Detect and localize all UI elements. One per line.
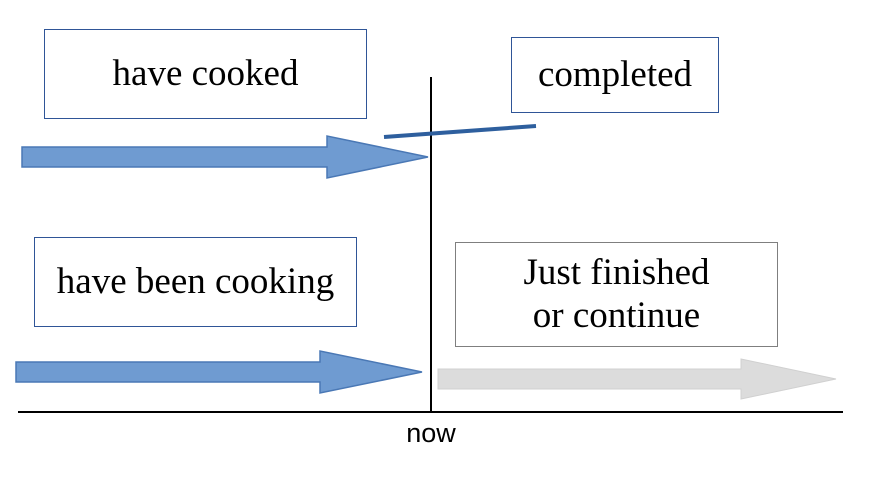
completed-pointer-line: [383, 124, 537, 139]
completed-label: completed: [537, 53, 693, 95]
present-perfect-arrow: [21, 135, 429, 179]
just-finished-line-2: or continue: [532, 294, 701, 336]
have-been-cooking-label: have been cooking: [56, 260, 335, 302]
have-cooked-box: have cooked: [44, 29, 367, 119]
completed-box: completed: [511, 37, 719, 113]
present-perfect-continuous-arrow: [15, 350, 423, 394]
have-cooked-label: have cooked: [112, 52, 299, 94]
just-finished-line-1: Just finished: [523, 251, 710, 293]
now-label: now: [406, 418, 456, 448]
just-finished-box: Just finished or continue: [455, 242, 778, 347]
future-continuation-arrow: [437, 358, 837, 400]
have-been-cooking-box: have been cooking: [34, 237, 357, 327]
